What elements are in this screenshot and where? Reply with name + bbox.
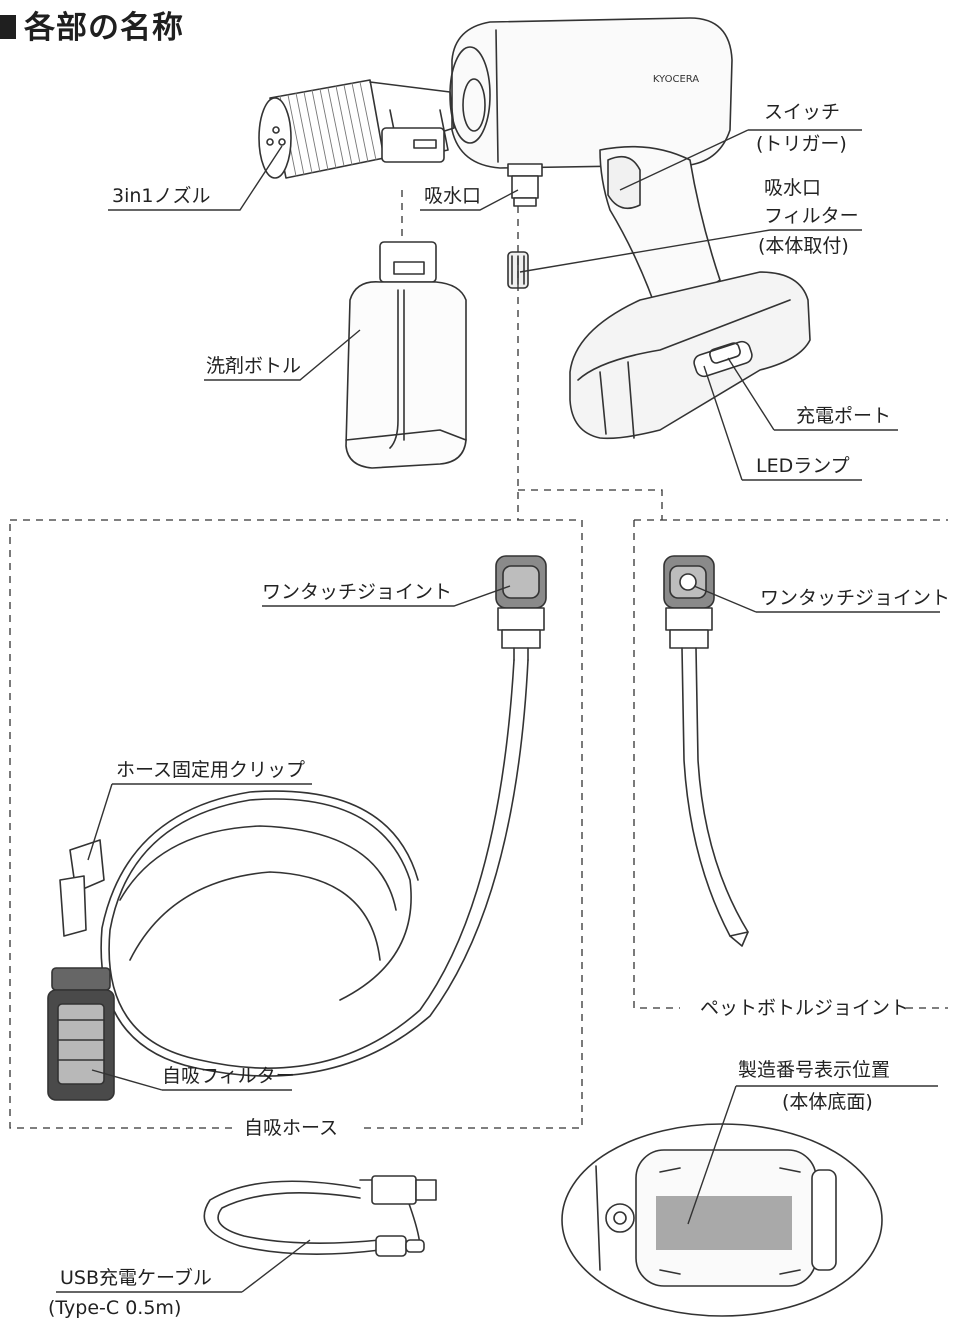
label-pet-bottle-joint: ペットボトルジョイント (700, 997, 910, 1019)
label-serial-location-sub: (本体底面) (782, 1091, 873, 1113)
pet-bottle-joint-illustration (663, 555, 749, 947)
bottom-view-illustration (561, 1123, 883, 1317)
label-self-suction-hose: 自吸ホース (244, 1117, 339, 1139)
self-suction-hose-illustration (47, 555, 547, 1101)
label-self-suction-filter: 自吸フィルター (162, 1065, 295, 1087)
label-intake: 吸水口 (424, 185, 482, 207)
label-switch: スイッチ (764, 101, 841, 123)
label-one-touch-joint-right: ワンタッチジョイント (760, 587, 951, 609)
label-intake-filter-line3: (本体取付) (758, 235, 849, 257)
usb-cable-illustration (203, 1175, 437, 1257)
brand-logo: KYOCERA (653, 74, 699, 85)
section-heading: 各部の名称 (0, 2, 184, 47)
label-intake-filter-line1: 吸水口 (764, 177, 822, 199)
label-usb-cable-sub: (Type-C 0.5m) (48, 1297, 182, 1319)
label-intake-filter-line2: フィルター (764, 205, 859, 227)
intake-filter-illustration (507, 251, 529, 289)
label-hose-clip: ホース固定用クリップ (116, 759, 306, 781)
heading-square-marker (0, 15, 16, 39)
label-usb-cable: USB充電ケーブル (60, 1267, 212, 1289)
label-detergent-bottle: 洗剤ボトル (206, 355, 302, 377)
label-led-lamp: LEDランプ (756, 455, 850, 477)
spray-gun-illustration (449, 17, 811, 440)
detergent-bottle-illustration (345, 241, 467, 469)
nozzle-illustration (258, 79, 455, 179)
label-serial-location: 製造番号表示位置 (738, 1059, 891, 1081)
label-nozzle: 3in1ノズル (112, 185, 211, 207)
label-switch-sub: (トリガー) (756, 133, 847, 155)
label-one-touch-joint-left: ワンタッチジョイント (262, 581, 453, 603)
heading-text: 各部の名称 (24, 10, 184, 46)
label-charge-port: 充電ポート (796, 405, 892, 427)
